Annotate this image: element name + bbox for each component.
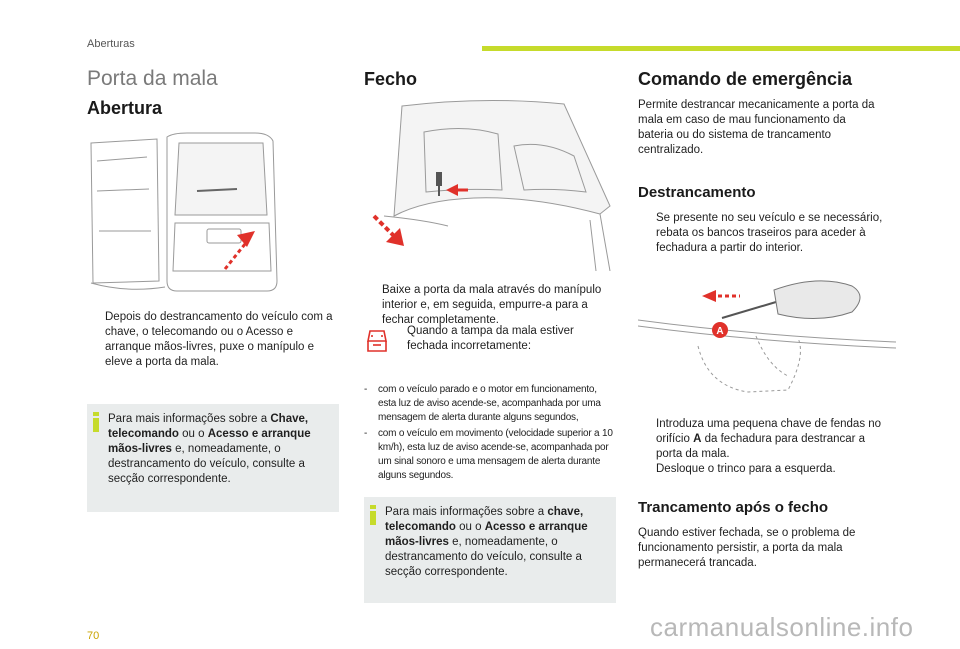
bullet-text: Depois do destrancamento do veículo com … — [105, 311, 333, 368]
heading-emergencia: Comando de emergência — [638, 69, 853, 89]
tailgate-interior-illustration — [372, 99, 611, 271]
accent-bar — [482, 46, 960, 51]
heading-fecho: Fecho — [364, 69, 418, 89]
section-tag: Aberturas — [87, 38, 135, 50]
marker-a-icon — [712, 322, 728, 338]
info-text-2: Para mais informações sobre a chave, tel… — [385, 506, 588, 578]
info-text-1: Para mais informações sobre a Chave, tel… — [108, 413, 311, 485]
bullet-marker — [638, 417, 656, 462]
bullet-destrancamento-3: Desloque o trinco para a esquerda. — [638, 462, 894, 477]
watermark: carmanualsonline.info — [650, 612, 914, 642]
list-item: -com o veículo parado e o motor em funci… — [364, 384, 601, 423]
bullet-text: Desloque o trinco para a esquerda. — [656, 463, 836, 475]
info-icon — [370, 505, 376, 525]
heading-trancamento: Trancamento após o fecho — [638, 499, 829, 516]
bullet-destrancamento-1: Se presente no seu veículo e se necessár… — [638, 211, 894, 256]
bullet-text: Introduza uma pequena chave de fendas no… — [656, 418, 882, 460]
bullet-marker — [364, 283, 382, 328]
page-title: Porta da mala — [87, 67, 218, 90]
bullet-marker — [638, 211, 656, 256]
outro-text: Quando estiver fechada, se o problema de… — [638, 527, 856, 569]
bullet-abertura: Depois do destrancamento do veículo com … — [87, 310, 335, 370]
heading-abertura: Abertura — [87, 98, 163, 118]
info-box-1: Para mais informações sobre a Chave, tel… — [87, 404, 339, 512]
info-box-2: Para mais informações sobre a chave, tel… — [364, 497, 616, 603]
warning-text: Quando a tampa da mala estiver fechada i… — [407, 325, 574, 352]
bullet-destrancamento-2: Introduza uma pequena chave de fendas no… — [638, 417, 894, 462]
condition-list: -com o veículo parado e o motor em funci… — [364, 383, 616, 485]
tailgate-open-warning-icon — [367, 330, 387, 352]
marker-a-label: A — [716, 326, 723, 337]
info-icon — [93, 412, 99, 432]
page-number: 70 — [87, 630, 100, 642]
bullet-text: Baixe a porta da mala através do manípul… — [382, 284, 602, 326]
list-item: -com o veículo em movimento (velocidade … — [364, 428, 613, 481]
bullet-fecho: Baixe a porta da mala através do manípul… — [364, 283, 616, 328]
bullet-marker — [638, 462, 656, 477]
heading-destrancamento: Destrancamento — [638, 184, 756, 201]
bullet-marker — [87, 310, 105, 370]
emergency-lock-illustration: A — [638, 280, 896, 393]
van-rear-illustration — [90, 132, 278, 292]
bullet-text: Se presente no seu veículo e se necessár… — [656, 212, 883, 254]
intro-text: Permite destrancar mecanicamente a porta… — [638, 99, 875, 156]
